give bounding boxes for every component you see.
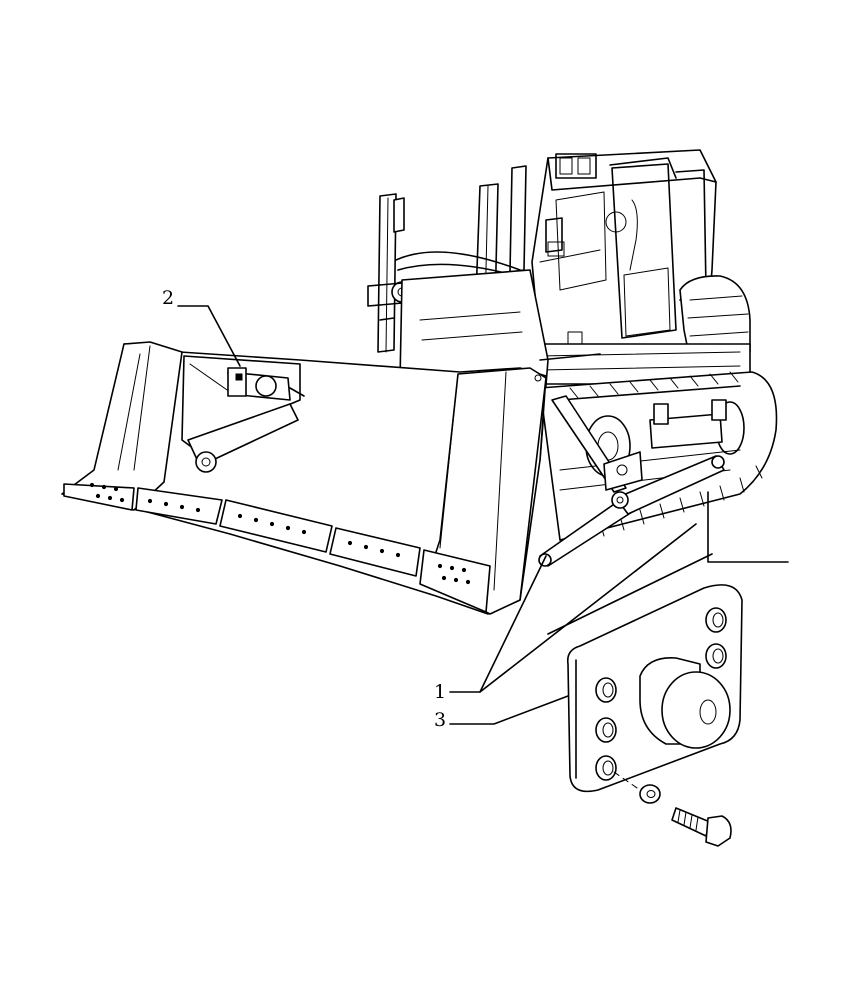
callout-3: 3 (434, 695, 569, 731)
callout-2: 2 (162, 287, 241, 367)
push-arms (538, 395, 725, 567)
callout-1: 1 (434, 523, 697, 703)
cutting-edge (63, 482, 491, 613)
trunnion-boss (639, 657, 731, 749)
edge-bolt-holes (89, 482, 471, 585)
svg-text:1: 1 (434, 681, 446, 703)
plate-bolt-holes (595, 607, 727, 781)
tilt-cylinder-end (227, 367, 305, 401)
crawler-track (539, 371, 778, 543)
washer (639, 784, 661, 804)
svg-text:3: 3 (434, 709, 446, 731)
operator-cab (531, 149, 717, 361)
trunnion-plate-detail (547, 491, 789, 847)
bolt (671, 807, 732, 847)
svg-text:2: 2 (162, 287, 174, 309)
bulldozer-illustration (61, 149, 778, 615)
dozer-blade (61, 341, 547, 615)
track-shoes-top (569, 371, 739, 399)
